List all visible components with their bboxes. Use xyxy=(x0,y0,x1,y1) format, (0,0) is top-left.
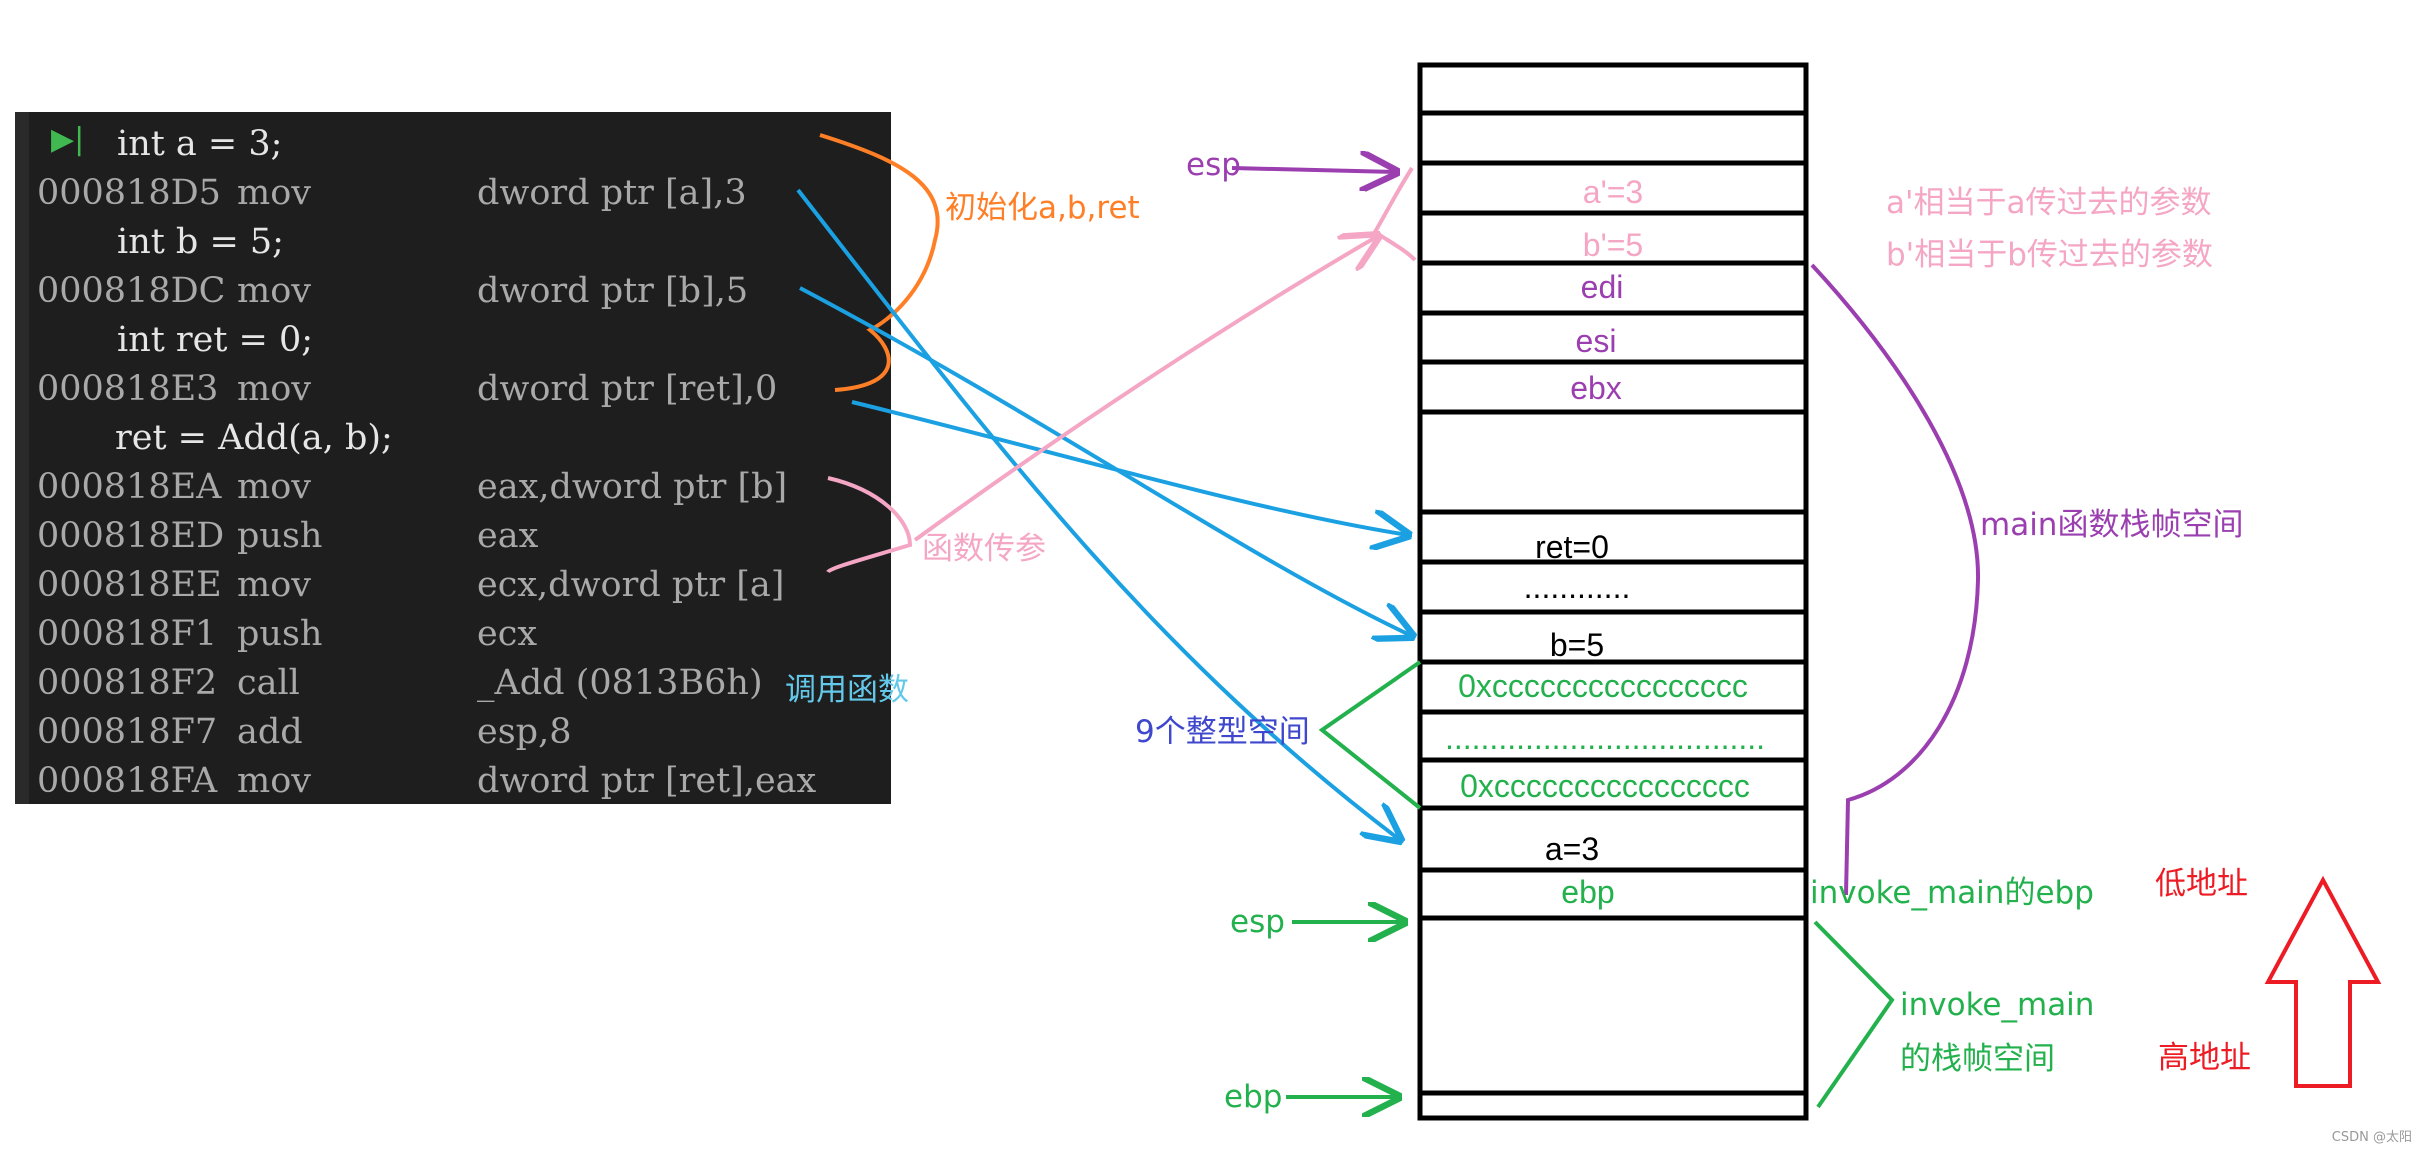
asm-opcode: mov xyxy=(237,761,312,801)
stack-cell-b-prime: b'=5 xyxy=(1583,227,1643,263)
asm-operands: ecx xyxy=(477,614,538,654)
stack-cell-ebx: ebx xyxy=(1570,370,1622,406)
ebp-bottom-label: ebp xyxy=(1224,1079,1282,1115)
invoke-main-line2: 的栈帧空间 xyxy=(1900,1041,2055,1077)
asm-address: 000818F7 xyxy=(37,712,218,752)
invoke-main-brace xyxy=(1813,920,1895,1109)
high-address-label: 高地址 xyxy=(2158,1040,2251,1076)
asm-address: 000818F2 xyxy=(37,663,218,703)
main-frame-brace xyxy=(1810,263,1981,896)
nine-int-label: 9个整型空间 xyxy=(1135,714,1310,750)
asm-opcode: add xyxy=(237,712,303,752)
source-line: int ret = 0; xyxy=(117,320,314,360)
stack-cell-a: a=3 xyxy=(1545,831,1599,867)
asm-opcode: push xyxy=(237,516,323,556)
stack-outline xyxy=(1417,62,1809,1121)
param-label: 函数传参 xyxy=(922,531,1046,567)
param-brace xyxy=(826,476,913,574)
stack-cell-a-prime: a'=3 xyxy=(1583,174,1643,210)
source-line: ret = Add(a, b); xyxy=(115,418,393,458)
asm-operands: eax xyxy=(477,516,539,556)
asm-operands: dword ptr [a],3 xyxy=(477,173,747,213)
asm-opcode: mov xyxy=(237,467,312,507)
source-line: int a = 3; xyxy=(117,124,283,164)
asm-opcode: mov xyxy=(237,369,312,409)
asm-operands: dword ptr [ret],0 xyxy=(477,369,778,409)
stack-cell-cc-bottom: 0xcccccccccccccccc xyxy=(1460,768,1750,804)
arrow-b-to-stack xyxy=(799,286,1412,636)
nine-int-brace xyxy=(1318,660,1422,810)
stack-dividers xyxy=(1420,110,1806,1096)
code-gutter xyxy=(15,112,29,804)
asm-address: 000818F1 xyxy=(37,614,218,654)
stack-cell-cc-dots: .................................... xyxy=(1445,720,1765,756)
disassembly-panel: ▶| int a = 3; 000818D5 mov dword ptr [a]… xyxy=(15,112,891,804)
asm-opcode: mov xyxy=(237,271,312,311)
invoke-main-line1: invoke_main xyxy=(1900,987,2094,1023)
asm-operands: eax,dword ptr [b] xyxy=(477,467,788,507)
init-brace xyxy=(819,133,940,392)
asm-opcode: call xyxy=(237,663,300,703)
footer-watermark: CSDN @太阳 xyxy=(2332,1130,2412,1145)
asm-operands: dword ptr [ret],eax xyxy=(477,761,817,801)
asm-address: 000818EA xyxy=(37,467,222,507)
stack-cell-dots: ............ xyxy=(1524,569,1631,605)
b-prime-note: b'相当于b传过去的参数 xyxy=(1886,237,2213,273)
stack-cell-ebp: ebp xyxy=(1561,874,1614,910)
a-prime-note: a'相当于a传过去的参数 xyxy=(1886,185,2212,221)
asm-operands: ecx,dword ptr [a] xyxy=(477,565,785,605)
asm-address: 000818EE xyxy=(37,565,222,605)
arrow-ret-to-stack xyxy=(851,400,1408,535)
esp-top-arrow xyxy=(1231,168,1396,172)
asm-operands: dword ptr [b],5 xyxy=(477,271,749,311)
asm-address: 000818D5 xyxy=(37,173,221,213)
asm-operands: esp,8 xyxy=(477,712,572,752)
asm-operands: _Add (0813B6h) xyxy=(477,663,763,703)
stack-cell-esi: esi xyxy=(1576,323,1617,359)
asm-address: 000818FA xyxy=(37,761,218,801)
arg-bracket xyxy=(1372,166,1417,262)
current-line-arrow-icon: ▶| xyxy=(51,122,85,157)
esp-top-label: esp xyxy=(1186,147,1241,183)
stack-cell-b: b=5 xyxy=(1550,627,1604,663)
call-label: 调用函数 xyxy=(785,672,909,708)
asm-opcode: push xyxy=(237,614,323,654)
asm-address: 000818E3 xyxy=(37,369,219,409)
init-label: 初始化a,b,ret xyxy=(945,190,1140,226)
asm-opcode: mov xyxy=(237,565,312,605)
invoke-main-ebp-label: invoke_main的ebp xyxy=(1810,875,2094,911)
stack-cell-edi: edi xyxy=(1581,269,1624,305)
arrow-a-to-stack xyxy=(796,188,1400,840)
address-direction-arrow-icon xyxy=(2264,875,2382,1088)
asm-opcode: mov xyxy=(237,173,312,213)
stack-cell-cc-top: 0xcccccccccccccccc xyxy=(1458,668,1748,704)
low-address-label: 低地址 xyxy=(2155,866,2248,902)
esp-mid-label: esp xyxy=(1230,904,1285,940)
main-frame-label: main函数栈帧空间 xyxy=(1980,507,2243,543)
source-line: int b = 5; xyxy=(117,222,284,262)
stack-cell-ret: ret=0 xyxy=(1535,529,1609,565)
asm-address: 000818ED xyxy=(37,516,225,556)
arrow-param-to-stack xyxy=(913,236,1378,542)
asm-address: 000818DC xyxy=(37,271,226,311)
